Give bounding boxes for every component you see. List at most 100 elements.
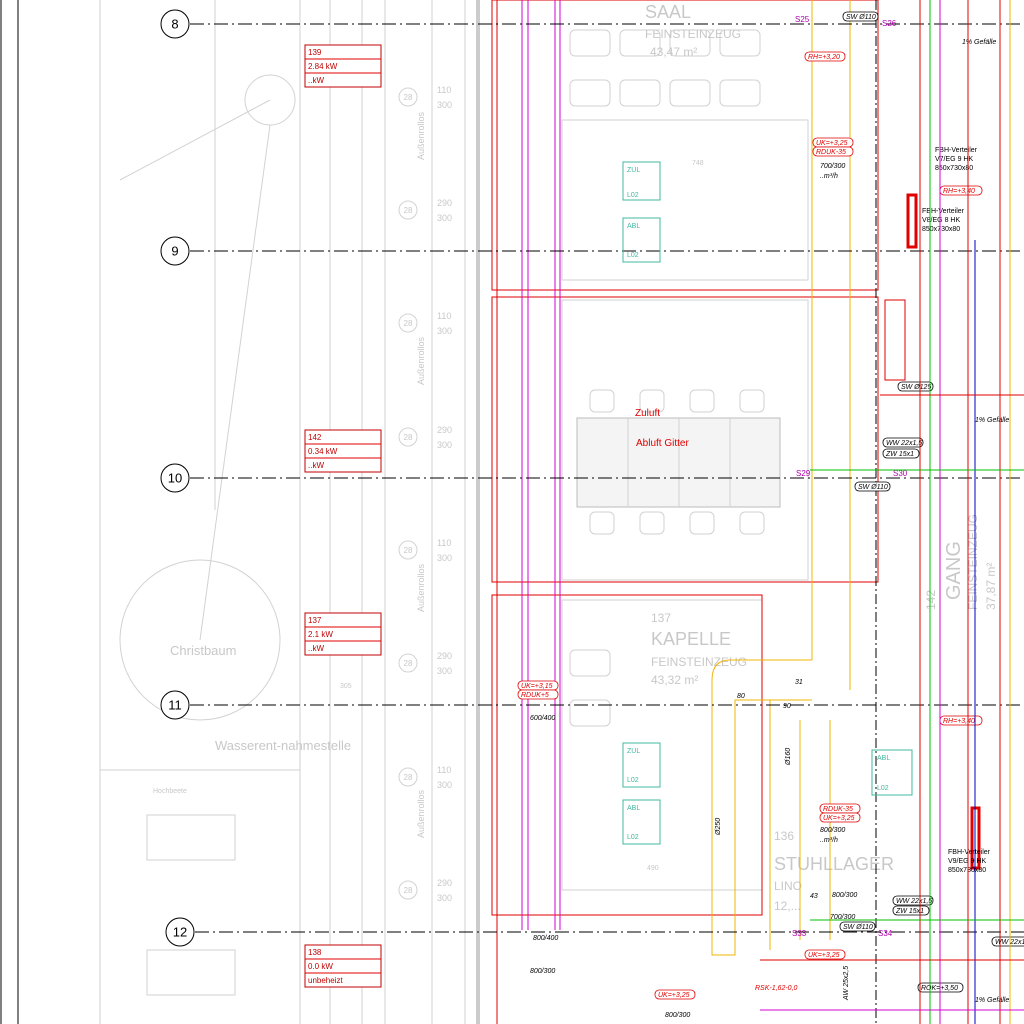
svg-text:FBH-Verteiler: FBH-Verteiler <box>948 849 991 856</box>
svg-text:137: 137 <box>308 616 322 625</box>
svg-text:2.84 kW: 2.84 kW <box>308 62 338 71</box>
svg-text:L02: L02 <box>877 785 889 792</box>
svg-text:Außenrollos: Außenrollos <box>416 789 426 838</box>
svg-text:8: 8 <box>171 17 178 32</box>
svg-text:28: 28 <box>404 206 413 215</box>
svg-text:UK=+3,25: UK=+3,25 <box>658 992 690 999</box>
supply-duct-vertical <box>711 0 851 956</box>
svg-text:290: 290 <box>437 651 452 661</box>
svg-text:WW 22x1,5: WW 22x1,5 <box>896 898 932 905</box>
svg-text:S30: S30 <box>893 469 908 478</box>
svg-text:28: 28 <box>404 319 413 328</box>
svg-text:43,47 m²: 43,47 m² <box>650 45 697 59</box>
svg-text:2.1 kW: 2.1 kW <box>308 630 333 639</box>
svg-text:800/400: 800/400 <box>533 935 558 942</box>
svg-text:L02: L02 <box>627 777 639 784</box>
floor-heating-manifold: FBH-Verteiler V9/EG 9 HK 850x730x80 <box>948 849 991 874</box>
svg-text:RSK-1,62-0,0: RSK-1,62-0,0 <box>755 985 798 992</box>
svg-text:11: 11 <box>168 698 182 713</box>
svg-text:ABL: ABL <box>877 755 890 762</box>
svg-text:ZW 15x1: ZW 15x1 <box>885 451 914 458</box>
svg-text:Außenrollos: Außenrollos <box>416 111 426 160</box>
svg-text:S25: S25 <box>795 15 810 24</box>
svg-text:748: 748 <box>692 160 704 167</box>
svg-text:850x730x80: 850x730x80 <box>922 226 960 233</box>
svg-text:490: 490 <box>647 865 659 872</box>
svg-text:FBH-Verteiler: FBH-Verteiler <box>935 147 978 154</box>
svg-text:700/300: 700/300 <box>820 163 845 170</box>
svg-text:1% Gefälle: 1% Gefälle <box>975 997 1009 1004</box>
svg-text:300: 300 <box>437 213 452 223</box>
svg-text:UK=+3,25: UK=+3,25 <box>808 952 840 959</box>
svg-text:SW Ø110: SW Ø110 <box>846 14 876 21</box>
svg-text:28: 28 <box>404 93 413 102</box>
svg-text:S34: S34 <box>878 929 893 938</box>
svg-text:142: 142 <box>308 433 322 442</box>
svg-text:..kW: ..kW <box>308 76 324 85</box>
svg-text:12: 12 <box>173 925 187 940</box>
svg-text:80: 80 <box>737 693 745 700</box>
axis-bubble-8: 8 <box>160 9 190 39</box>
svg-text:305: 305 <box>340 683 352 690</box>
svg-text:290: 290 <box>437 198 452 208</box>
svg-text:ABL: ABL <box>627 223 640 230</box>
svg-text:43: 43 <box>810 893 818 900</box>
svg-text:110: 110 <box>437 765 451 775</box>
axis-bubble-9: 9 <box>160 236 190 266</box>
svg-text:800/300: 800/300 <box>665 1012 690 1019</box>
svg-text:RDUK-35: RDUK-35 <box>823 806 853 813</box>
svg-text:290: 290 <box>437 878 452 888</box>
svg-text:110: 110 <box>437 85 451 95</box>
grid-axes[interactable]: 8 9 10 11 12 <box>160 9 1024 947</box>
svg-text:37,87 m²: 37,87 m² <box>984 563 998 610</box>
floor-heating-manifold: FBH-Verteiler V7/EG 9 HK 850x730x80 <box>935 147 978 172</box>
svg-text:28: 28 <box>404 433 413 442</box>
svg-text:300: 300 <box>437 326 452 336</box>
svg-text:RDUK-35: RDUK-35 <box>816 149 846 156</box>
svg-text:9: 9 <box>171 244 178 259</box>
svg-text:300: 300 <box>437 780 452 790</box>
tree-label: Christbaum <box>170 643 236 658</box>
svg-text:1% Gefälle: 1% Gefälle <box>962 39 996 46</box>
svg-text:90: 90 <box>783 703 791 710</box>
svg-text:RDUK+5: RDUK+5 <box>521 692 549 699</box>
svg-text:GANG: GANG <box>943 541 965 600</box>
svg-text:UK=+3,15: UK=+3,15 <box>521 683 553 690</box>
svg-text:..kW: ..kW <box>308 461 324 470</box>
svg-text:28: 28 <box>404 886 413 895</box>
svg-text:28: 28 <box>404 773 413 782</box>
svg-text:WW 22x1,5: WW 22x1,5 <box>886 440 922 447</box>
svg-text:UK=+3,25: UK=+3,25 <box>816 140 848 147</box>
svg-text:S33: S33 <box>792 929 807 938</box>
svg-text:V9/EG 9 HK: V9/EG 9 HK <box>948 858 986 865</box>
svg-text:RH=+3,20: RH=+3,20 <box>808 54 840 61</box>
svg-text:..kW: ..kW <box>308 644 324 653</box>
svg-text:10: 10 <box>168 471 182 486</box>
svg-text:LINO: LINO <box>774 879 802 893</box>
svg-text:300: 300 <box>437 100 452 110</box>
svg-text:Ø250: Ø250 <box>715 818 722 836</box>
svg-text:L02: L02 <box>627 834 639 841</box>
svg-text:Außenrollos: Außenrollos <box>416 336 426 385</box>
svg-text:AW 25x2,5: AW 25x2,5 <box>843 966 850 1001</box>
height-labels: UK=+3,25 RDUK-35 RH=+3,20 UK=+3,15 RDUK+… <box>517 51 983 1000</box>
svg-text:UK=+3,25: UK=+3,25 <box>823 815 855 822</box>
svg-text:300: 300 <box>437 666 452 676</box>
svg-text:..m³/h: ..m³/h <box>820 837 838 844</box>
svg-text:FEINSTEINZEUG: FEINSTEINZEUG <box>645 27 741 41</box>
svg-text:137: 137 <box>651 611 671 625</box>
window-tag: 28 290 300 <box>398 651 452 676</box>
exhaust-duct-vertical <box>521 0 561 930</box>
svg-text:SAAL: SAAL <box>645 2 691 22</box>
svg-text:300: 300 <box>437 553 452 563</box>
svg-text:RH=+3,40: RH=+3,40 <box>943 718 975 725</box>
svg-text:S26: S26 <box>882 19 897 28</box>
svg-text:28: 28 <box>404 659 413 668</box>
pipe-labels: SW Ø110 1% Gefälle SW Ø125 1% Gefälle WW… <box>530 11 1024 1019</box>
axis-bubble-10: 10 <box>160 463 190 493</box>
